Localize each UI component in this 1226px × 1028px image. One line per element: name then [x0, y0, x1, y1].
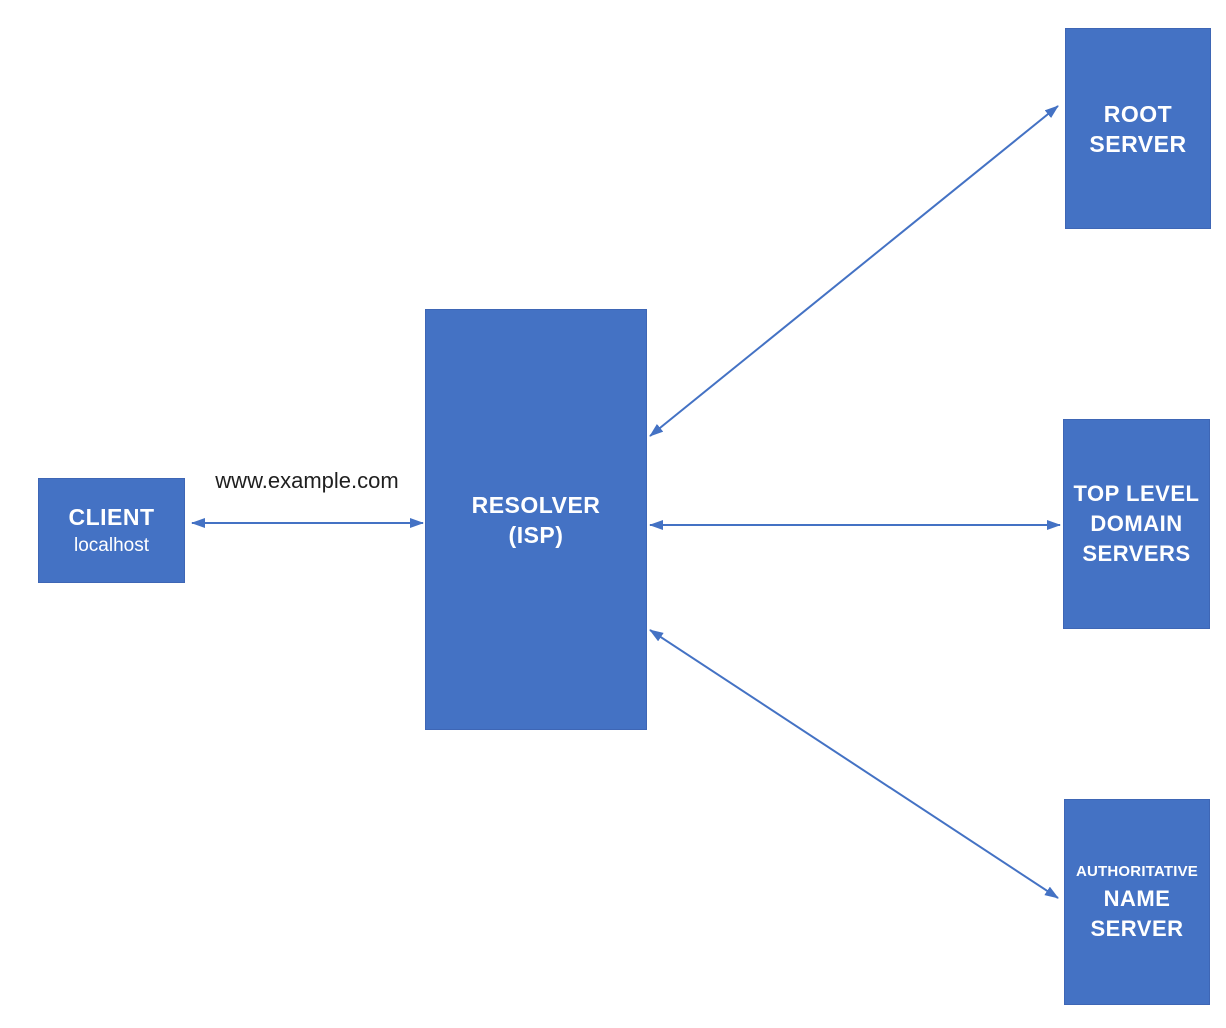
resolver-authoritative-arrow: [649, 629, 1059, 899]
authoritative-name-server-node: AUTHORITATIVE NAME SERVER: [1064, 799, 1210, 1005]
query-domain-label: www.example.com: [215, 468, 399, 493]
resolver-root-arrow: [649, 105, 1059, 437]
authoritative-name-server-line-3: SERVER: [1090, 916, 1184, 941]
client-node-title: CLIENT: [68, 503, 155, 530]
authoritative-name-server-line-1: AUTHORITATIVE: [1075, 863, 1199, 880]
tld-servers-line-1: TOP LEVEL: [1073, 481, 1200, 506]
authoritative-name-server-line-2: NAME: [1103, 886, 1171, 911]
resolver-node: RESOLVER (ISP): [425, 309, 647, 730]
root-server-node: ROOT SERVER: [1065, 28, 1211, 229]
tld-servers-line-3: SERVERS: [1082, 541, 1191, 566]
resolver-node-line-1: RESOLVER: [471, 491, 601, 518]
resolver-node-line-2: (ISP): [508, 521, 564, 548]
client-node-subtitle: localhost: [74, 534, 149, 556]
tld-servers-line-2: DOMAIN: [1090, 511, 1183, 536]
client-node: CLIENT localhost: [38, 478, 185, 583]
tld-servers-node: TOP LEVEL DOMAIN SERVERS: [1063, 419, 1210, 629]
root-server-line-1: ROOT: [1103, 100, 1173, 127]
root-server-line-2: SERVER: [1089, 130, 1187, 157]
